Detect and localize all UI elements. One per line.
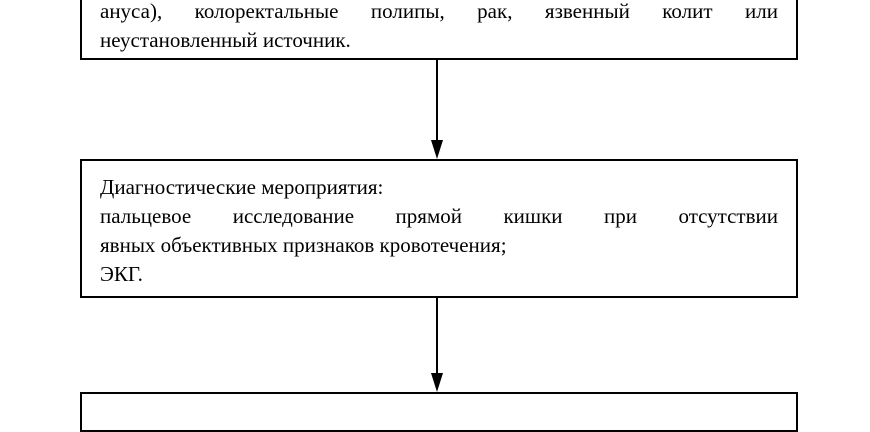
flow-box-causes: ануса), колоректальные полипы, рак, язве… (80, 0, 798, 60)
box-text-line: явных объективных признаков кровотечения… (100, 233, 507, 257)
box-text-line: ЭКГ. (100, 262, 143, 286)
flow-box-diagnostics: Диагностические мероприятия: пальцевое и… (80, 159, 798, 298)
box-text-line: ануса), колоректальные полипы, рак, язве… (100, 0, 778, 23)
connectors (431, 59, 443, 392)
box-text-line: неустановленный источник. (100, 28, 351, 52)
box-text-line: пальцевое исследование прямой кишки при … (100, 204, 778, 228)
arrow-2 (431, 297, 443, 392)
arrow-1 (431, 59, 443, 159)
box-heading: Диагностические мероприятия: (100, 175, 384, 199)
flow-box-next (80, 392, 798, 432)
